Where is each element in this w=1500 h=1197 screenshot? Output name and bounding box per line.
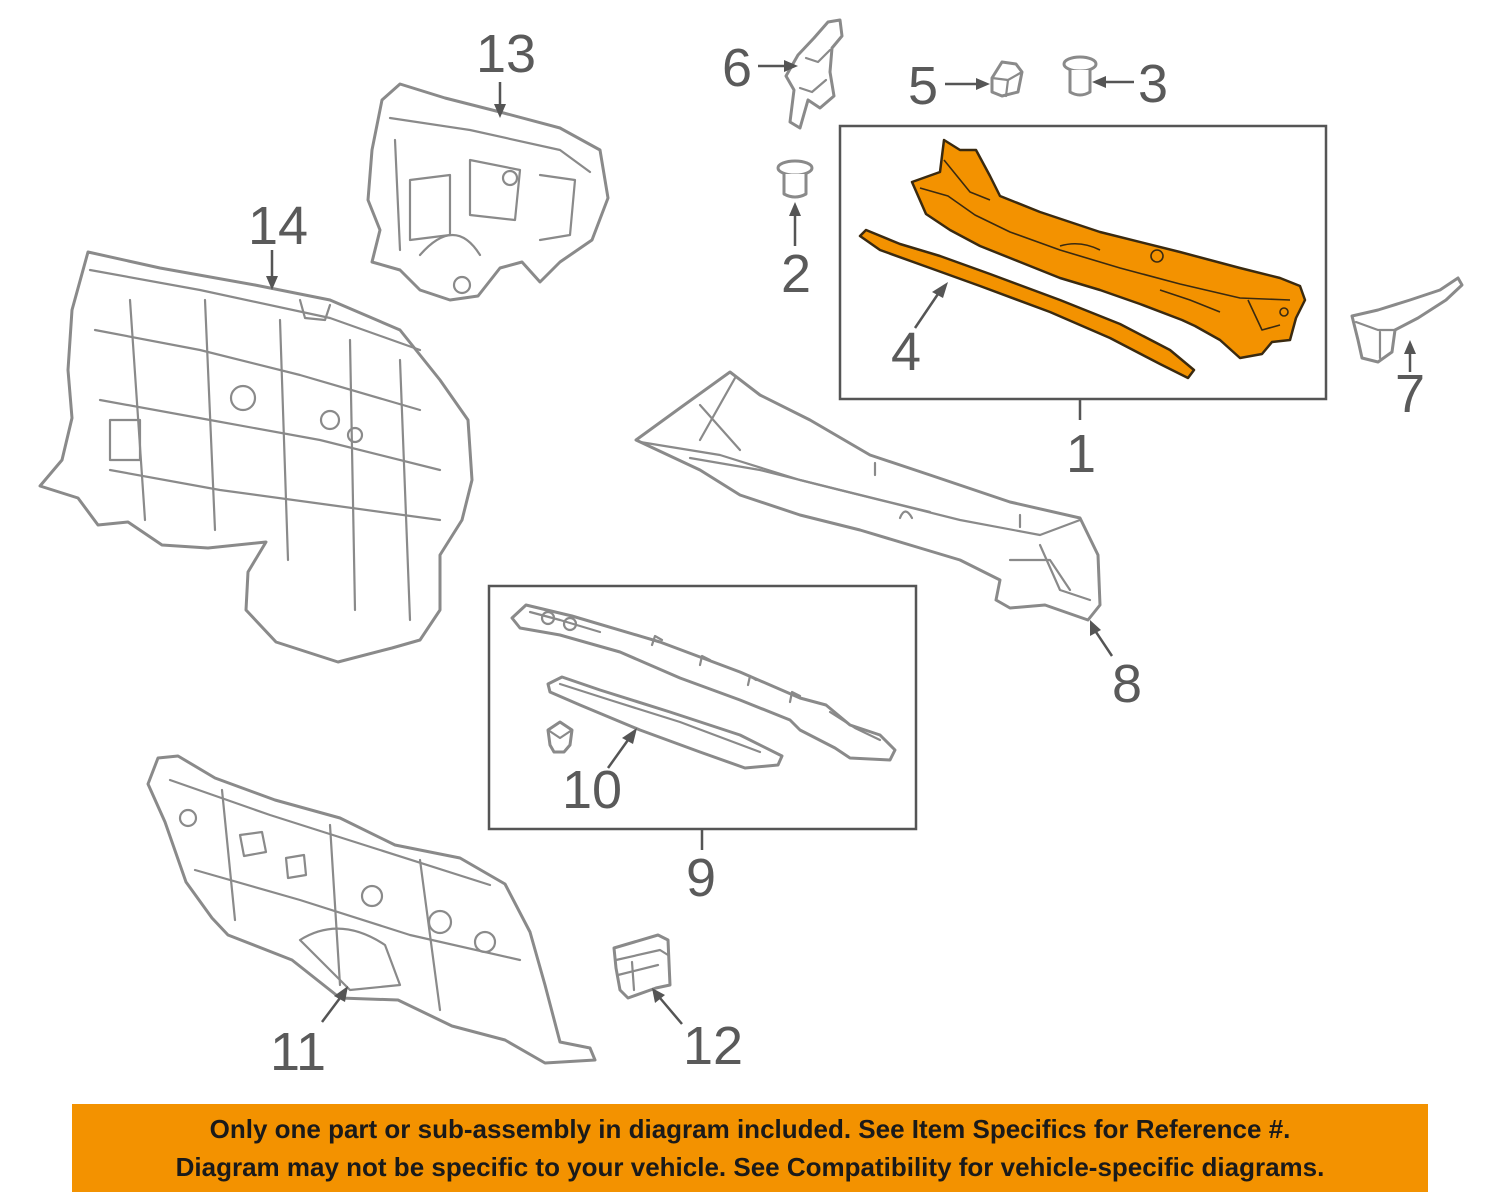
callout-11: 11 bbox=[270, 1022, 326, 1082]
callout-12: 12 bbox=[683, 1016, 743, 1076]
callout-3: 3 bbox=[1138, 54, 1168, 114]
callout-13: 13 bbox=[476, 24, 536, 84]
part-10-strip bbox=[546, 675, 784, 770]
assembly-1-box bbox=[838, 124, 1328, 401]
part-11-panel bbox=[146, 754, 597, 1065]
disclaimer-banner: Only one part or sub-assembly in diagram… bbox=[72, 1104, 1428, 1192]
assembly-9-box bbox=[487, 584, 918, 831]
part-10-clip bbox=[546, 720, 574, 754]
callout-1: 1 bbox=[1066, 424, 1096, 484]
part-13-panel bbox=[366, 82, 610, 302]
parts-diagram: 13 14 6 5 3 2 4 7 1 8 10 9 11 12 bbox=[38, 18, 1464, 1082]
part-14-panel bbox=[38, 250, 474, 664]
callout-4: 4 bbox=[891, 322, 921, 382]
part-1-cowl-highlighted bbox=[910, 138, 1307, 360]
callout-5: 5 bbox=[908, 56, 938, 116]
part-5-clip bbox=[990, 60, 1024, 98]
callout-9: 9 bbox=[686, 848, 716, 908]
part-9-reinforcement bbox=[510, 603, 897, 762]
part-7-bracket bbox=[1350, 276, 1464, 364]
part-6-bracket bbox=[784, 18, 844, 130]
part-12-bracket bbox=[612, 933, 672, 1000]
callout-6: 6 bbox=[722, 38, 752, 98]
callout-8: 8 bbox=[1112, 654, 1142, 714]
callout-10: 10 bbox=[562, 760, 622, 820]
disclaimer-line-2: Diagram may not be specific to your vehi… bbox=[175, 1152, 1325, 1182]
disclaimer-line-1: Only one part or sub-assembly in diagram… bbox=[209, 1114, 1291, 1144]
callout-7: 7 bbox=[1395, 364, 1425, 424]
callout-2: 2 bbox=[781, 244, 811, 304]
callout-14: 14 bbox=[248, 196, 308, 256]
part-2-fastener bbox=[776, 159, 814, 199]
leader-lines bbox=[266, 60, 1416, 1025]
part-4-seal-highlighted bbox=[858, 228, 1196, 380]
part-8-panel bbox=[634, 370, 1102, 622]
part-3-fastener bbox=[1062, 55, 1098, 97]
